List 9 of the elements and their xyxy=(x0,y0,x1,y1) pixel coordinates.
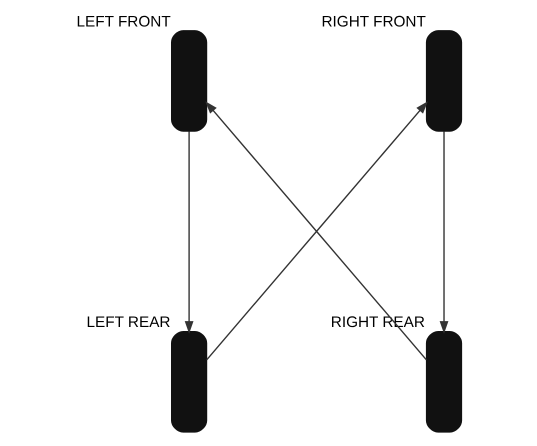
node-label: LEFT REAR xyxy=(86,314,170,332)
arrow xyxy=(184,132,194,334)
node-label: RIGHT FRONT xyxy=(321,13,426,30)
node-label: LEFT FRONT xyxy=(76,13,171,30)
node-bar xyxy=(426,30,462,132)
arrow xyxy=(440,132,448,334)
node-bar xyxy=(171,30,208,132)
node-bar xyxy=(171,330,208,433)
node-bar xyxy=(426,330,462,433)
